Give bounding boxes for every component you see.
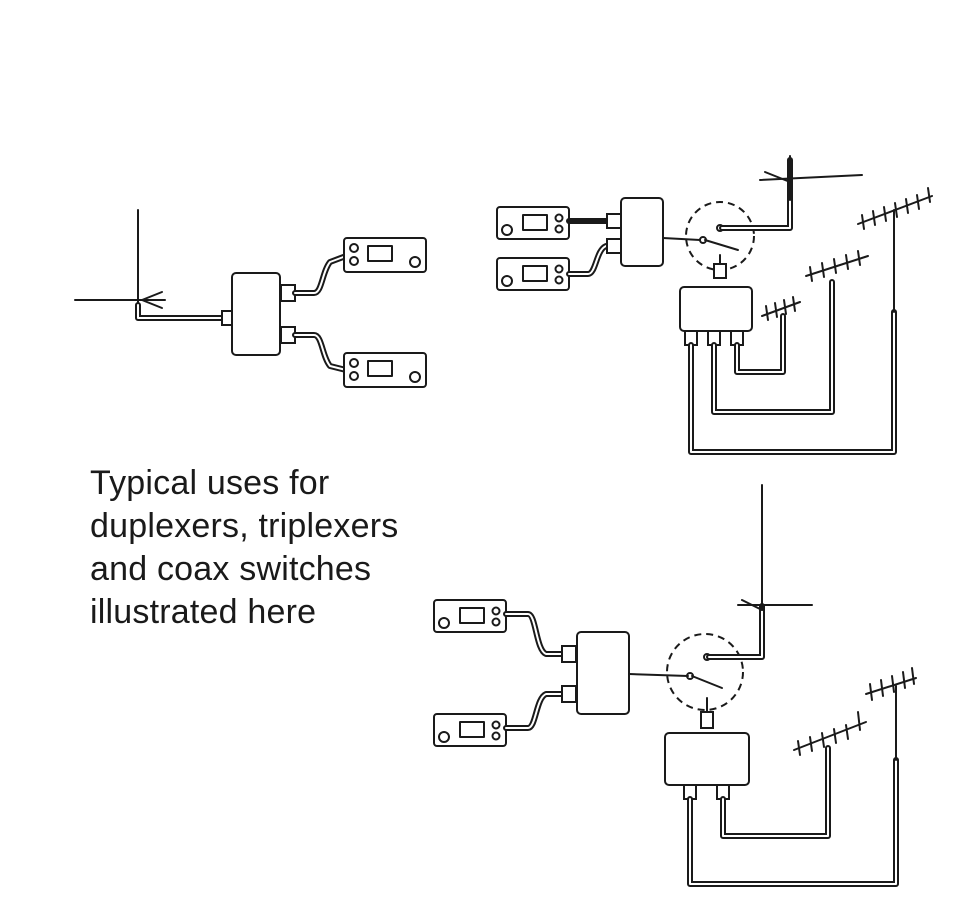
connector-icon — [606, 238, 622, 254]
coax-switch-icon — [666, 633, 744, 711]
connector-icon — [700, 711, 714, 729]
scene-switch — [433, 484, 917, 887]
yagi-antenna-icon — [793, 711, 867, 756]
triplexer-icon — [679, 286, 753, 332]
vertical-antenna-icon — [759, 155, 863, 201]
vertical-antenna-icon — [737, 484, 813, 611]
connector-icon — [561, 645, 577, 663]
transceiver-icon — [496, 206, 570, 240]
transceiver-icon — [343, 352, 427, 388]
connector-icon — [221, 310, 233, 326]
transceiver-icon — [433, 713, 507, 747]
duplexer-icon — [576, 631, 630, 715]
transceiver-icon — [433, 599, 507, 633]
duplexer-icon — [620, 197, 664, 267]
caption-line: Typical uses for — [90, 464, 330, 502]
yagi-antenna-icon — [865, 667, 917, 761]
connector-icon — [606, 213, 622, 229]
transceiver-icon — [496, 257, 570, 291]
caption-line: duplexers, triplexers — [90, 507, 399, 545]
caption: Typical uses for duplexers, triplexers a… — [90, 462, 430, 634]
yagi-antenna-icon — [805, 250, 869, 282]
duplexer-icon — [664, 732, 750, 786]
scene-triplexer — [496, 155, 933, 455]
caption-line: and coax switches — [90, 550, 372, 588]
vertical-antenna-icon — [74, 209, 166, 319]
connector-icon — [561, 685, 577, 703]
caption-line: illustrated here — [90, 593, 317, 631]
transceiver-icon — [343, 237, 427, 273]
yagi-antenna-icon — [761, 296, 801, 321]
yagi-antenna-icon — [857, 187, 933, 313]
scene-duplexer — [74, 209, 427, 388]
connector-icon — [713, 263, 727, 279]
duplexer-icon — [231, 272, 281, 356]
